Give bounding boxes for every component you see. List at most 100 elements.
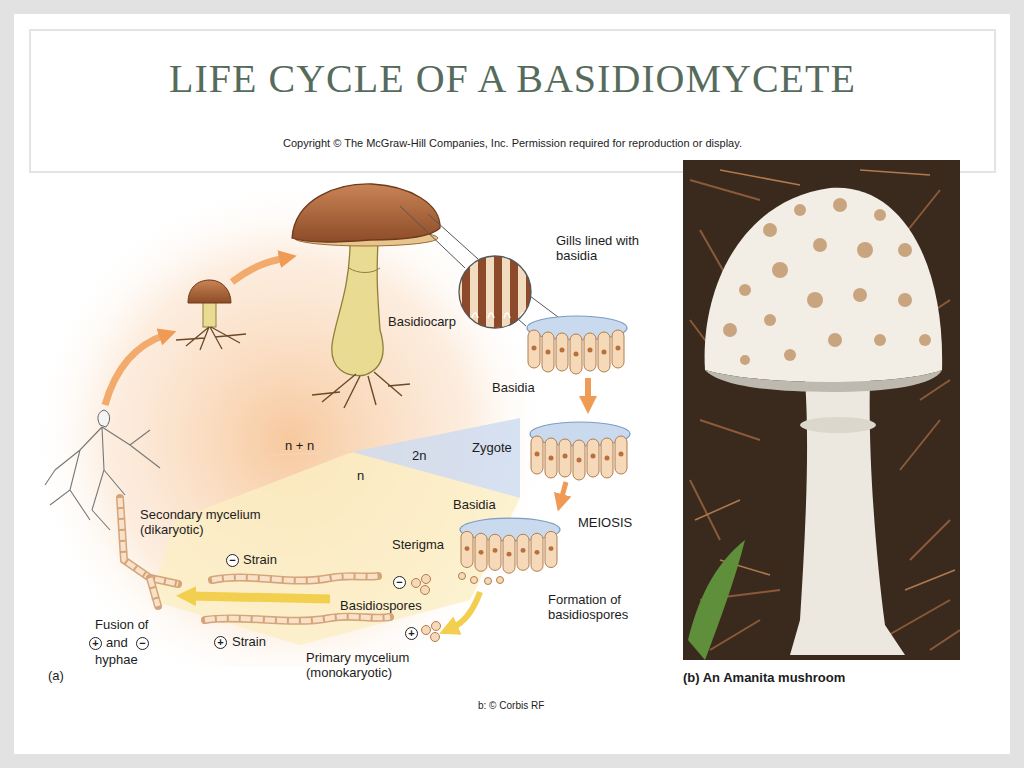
basidiocarp (312, 372, 410, 408)
amanita-photo (772, 262, 788, 278)
primary-mycelium (212, 576, 378, 581)
cycle-arrow (232, 258, 285, 282)
secondary-mycelium (150, 578, 158, 606)
basidiocarp (292, 184, 440, 408)
amanita-photo (739, 284, 751, 296)
mating-sign: + (89, 637, 102, 650)
basidiocarp (349, 268, 380, 273)
mating-sign: + (405, 627, 418, 640)
basidia-cluster (527, 316, 627, 374)
amanita-photo (688, 540, 745, 660)
title-band (30, 30, 995, 172)
spore-forming-basidia (471, 577, 478, 584)
gill-magnifier (494, 250, 502, 340)
slide-ground (14, 14, 1010, 754)
spore-forming-basidia (485, 578, 492, 585)
spore-forming-basidia (459, 518, 561, 584)
amanita-photo (874, 209, 886, 221)
amanita-photo (828, 333, 842, 347)
stage-label: MEIOSIS (578, 515, 632, 530)
stage-label: and (106, 635, 128, 650)
gill-magnifier (472, 313, 526, 318)
spore-forming-basidia (459, 573, 466, 580)
basidiocarp (292, 184, 440, 242)
basidiospores (422, 626, 431, 635)
basidiocarp (332, 242, 383, 376)
part-label: Secondary mycelium (dikaryotic) (140, 507, 290, 537)
amanita-photo (853, 288, 867, 302)
gill-magnifier (459, 256, 531, 328)
secondary-mycelium (150, 578, 158, 606)
panel-letter: (a) (48, 668, 64, 683)
gill-magnifier (518, 319, 526, 326)
stage-label: Fusion of (95, 617, 148, 632)
amanita-photo (764, 314, 776, 326)
part-label: Gills lined with basidia (556, 233, 661, 263)
part-label: Zygote (472, 440, 512, 455)
spore-forming-basidia (460, 518, 560, 573)
part-label: Sterigma (392, 537, 444, 552)
slide-title: LIFE CYCLE OF A BASIDIOMYCETE (30, 56, 995, 102)
young-mushroom (203, 300, 216, 327)
copyright-note: Copyright © The McGraw-Hill Companies, I… (30, 136, 995, 150)
cycle-arrow (561, 482, 566, 500)
mating-sign: − (136, 637, 149, 650)
amanita-photo (740, 355, 750, 365)
cycle-arrow (190, 596, 330, 599)
amanita-photo (705, 188, 943, 382)
primary-mycelium (205, 617, 390, 621)
cycle-arrow (105, 335, 165, 405)
amanita-photo (763, 223, 777, 237)
amanita-photo (784, 349, 796, 361)
basidiospores (421, 586, 430, 595)
ploidy-label: n (357, 468, 364, 483)
amanita-photo (833, 198, 847, 212)
part-label: Strain (232, 634, 266, 649)
part-label: Basidiocarp (388, 314, 456, 329)
part-label: Basidiospores (340, 598, 422, 613)
primary-mycelium (205, 617, 390, 621)
basidiospores (431, 633, 440, 642)
amanita-photo (800, 417, 876, 433)
amanita-photo (723, 323, 737, 337)
young-mushroom (176, 327, 246, 350)
part-label: Basidia (453, 497, 496, 512)
basidiospores (422, 575, 431, 584)
photo-credit: b: © Corbis RF (478, 699, 544, 712)
amanita-photo (807, 292, 823, 308)
amanita-photo (705, 370, 942, 392)
photo-caption: (b) An Amanita mushroom (683, 670, 845, 685)
basidiospores (432, 622, 441, 631)
secondary-mycelium (98, 410, 110, 427)
amanita-photo (683, 160, 960, 660)
cycle-arrow (452, 592, 480, 628)
basidiospores (412, 579, 421, 588)
amanita-photo (857, 242, 873, 258)
mating-sign: − (226, 554, 239, 567)
ploidy-label: 2n (412, 448, 426, 463)
amanita-photo (874, 334, 886, 346)
part-label: Strain (243, 552, 277, 567)
mating-sign: − (393, 576, 406, 589)
part-label: Basidia (492, 380, 535, 395)
amanita-photo (683, 160, 960, 660)
young-mushroom (188, 280, 231, 303)
amanita-photo (794, 204, 806, 216)
amanita-photo (898, 293, 912, 307)
young-mushroom (176, 280, 246, 350)
primary-mycelium (212, 576, 378, 581)
amanita-photo (813, 238, 827, 252)
stage-label: hyphae (95, 652, 138, 667)
amanita-photo (898, 243, 912, 257)
stage-label: Formation of basidiospores (548, 592, 648, 622)
zygote-cluster (530, 422, 630, 480)
gill-magnifier (462, 250, 470, 340)
amanita-photo (790, 380, 905, 655)
amanita-photo (723, 198, 931, 365)
gill-magnifier (428, 214, 478, 259)
spore-forming-basidia (497, 577, 504, 584)
cycle-ground (30, 185, 552, 667)
cycle-arrow (585, 378, 591, 402)
gill-magnifier (400, 206, 465, 268)
